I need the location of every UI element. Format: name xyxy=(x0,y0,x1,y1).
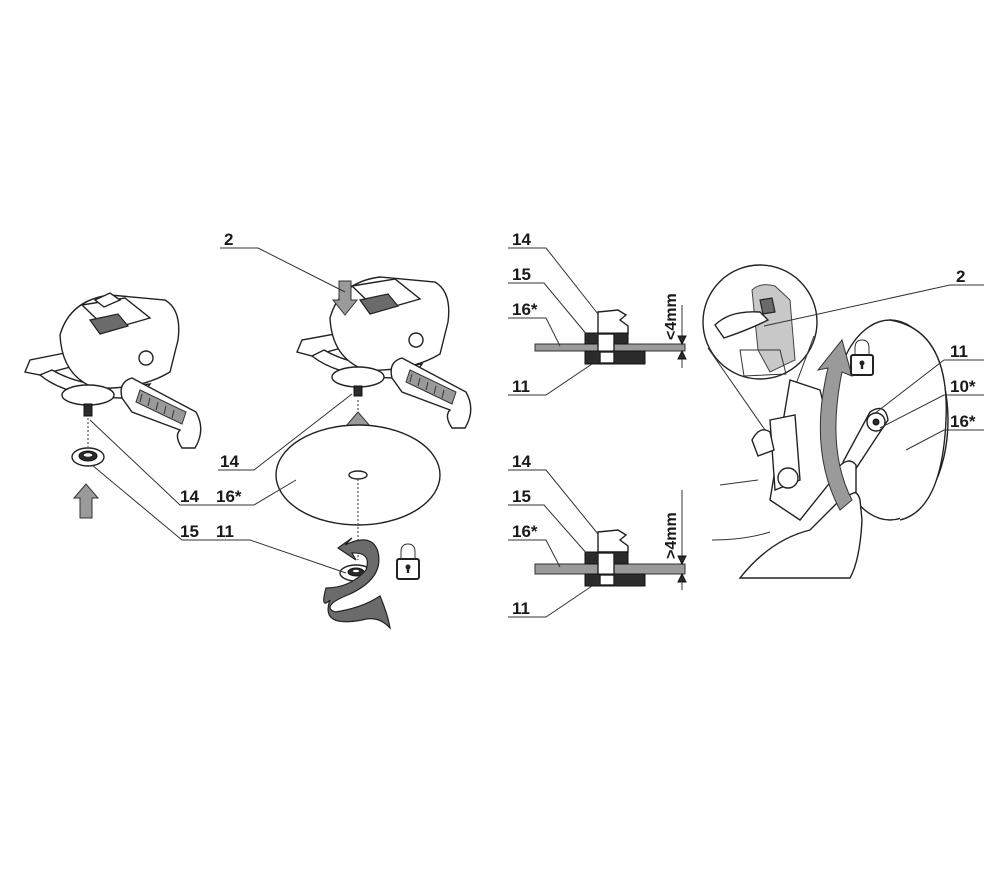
nut-section xyxy=(584,529,646,587)
label-11: 11 xyxy=(216,522,234,541)
label-15: 15 xyxy=(512,487,531,506)
label-14: 14 xyxy=(512,230,531,249)
cutting-disc-part xyxy=(275,424,441,526)
panel-4-tightening: 2 11 10* 16* xyxy=(702,264,984,579)
label-10: 10* xyxy=(950,377,976,396)
padlock-icon xyxy=(850,339,874,376)
panel-3-section-thick-disc: >4mm 14 15 16* 11 xyxy=(508,452,687,618)
label-11: 11 xyxy=(512,377,530,396)
panel-1-flange-mounting: 14 15 xyxy=(24,292,214,541)
label-2: 2 xyxy=(956,267,965,286)
label-16: 16* xyxy=(512,522,538,541)
panel-2-disc-mounting: 2 14 16* 11 xyxy=(214,230,472,630)
dimension-less-than-4mm: <4mm xyxy=(663,293,680,340)
label-16: 16* xyxy=(950,412,976,431)
label-11: 11 xyxy=(512,599,530,618)
zoom-detail-circle xyxy=(702,264,818,380)
panel-3-section-thin-disc: <4mm 14 15 16* 11 xyxy=(508,230,687,396)
angle-grinder-illustration xyxy=(24,292,202,449)
label-16: 16* xyxy=(216,487,242,506)
label-15: 15 xyxy=(512,265,531,284)
label-14: 14 xyxy=(180,487,199,506)
dimension-greater-than-4mm: >4mm xyxy=(663,512,680,559)
rotate-arrow-icon xyxy=(816,338,853,511)
label-2: 2 xyxy=(224,230,233,249)
padlock-icon xyxy=(396,543,420,580)
label-11: 11 xyxy=(950,342,968,361)
arrow-up-icon xyxy=(72,483,100,519)
label-16: 16* xyxy=(512,300,538,319)
nut-section xyxy=(584,309,646,365)
rotate-arrow-icon xyxy=(323,537,391,630)
angle-grinder-illustration xyxy=(296,276,472,429)
label-14: 14 xyxy=(512,452,531,471)
flange-part xyxy=(71,447,105,467)
label-15: 15 xyxy=(180,522,199,541)
label-14: 14 xyxy=(220,452,239,471)
